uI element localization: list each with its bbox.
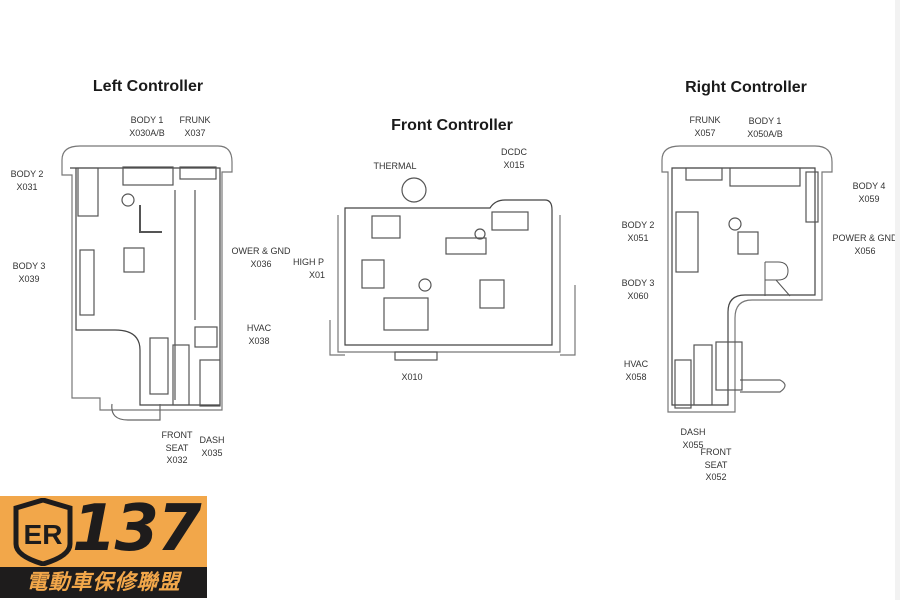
- er-shield-icon: ER: [13, 498, 73, 566]
- front-controller-drawing: [329, 177, 576, 361]
- front-controller-title: Front Controller: [391, 117, 513, 134]
- logo-badge-text: ER: [24, 519, 63, 550]
- logo-tagline: 電動車保修聯盟: [0, 567, 207, 598]
- er137-logo: ER 137 電動車保修聯盟: [0, 492, 207, 598]
- logo-number: 137: [72, 492, 202, 566]
- left-controller-drawing: [61, 145, 233, 421]
- right-controller-title: Right Controller: [685, 79, 807, 96]
- page-edge: [895, 0, 900, 600]
- r-mark-icon: [764, 261, 791, 297]
- right-controller-drawing: [661, 145, 833, 413]
- left-controller-title: Left Controller: [92, 78, 204, 95]
- front-x010-label: X010: [401, 372, 423, 382]
- front-thermal-label: THERMAL: [373, 161, 417, 171]
